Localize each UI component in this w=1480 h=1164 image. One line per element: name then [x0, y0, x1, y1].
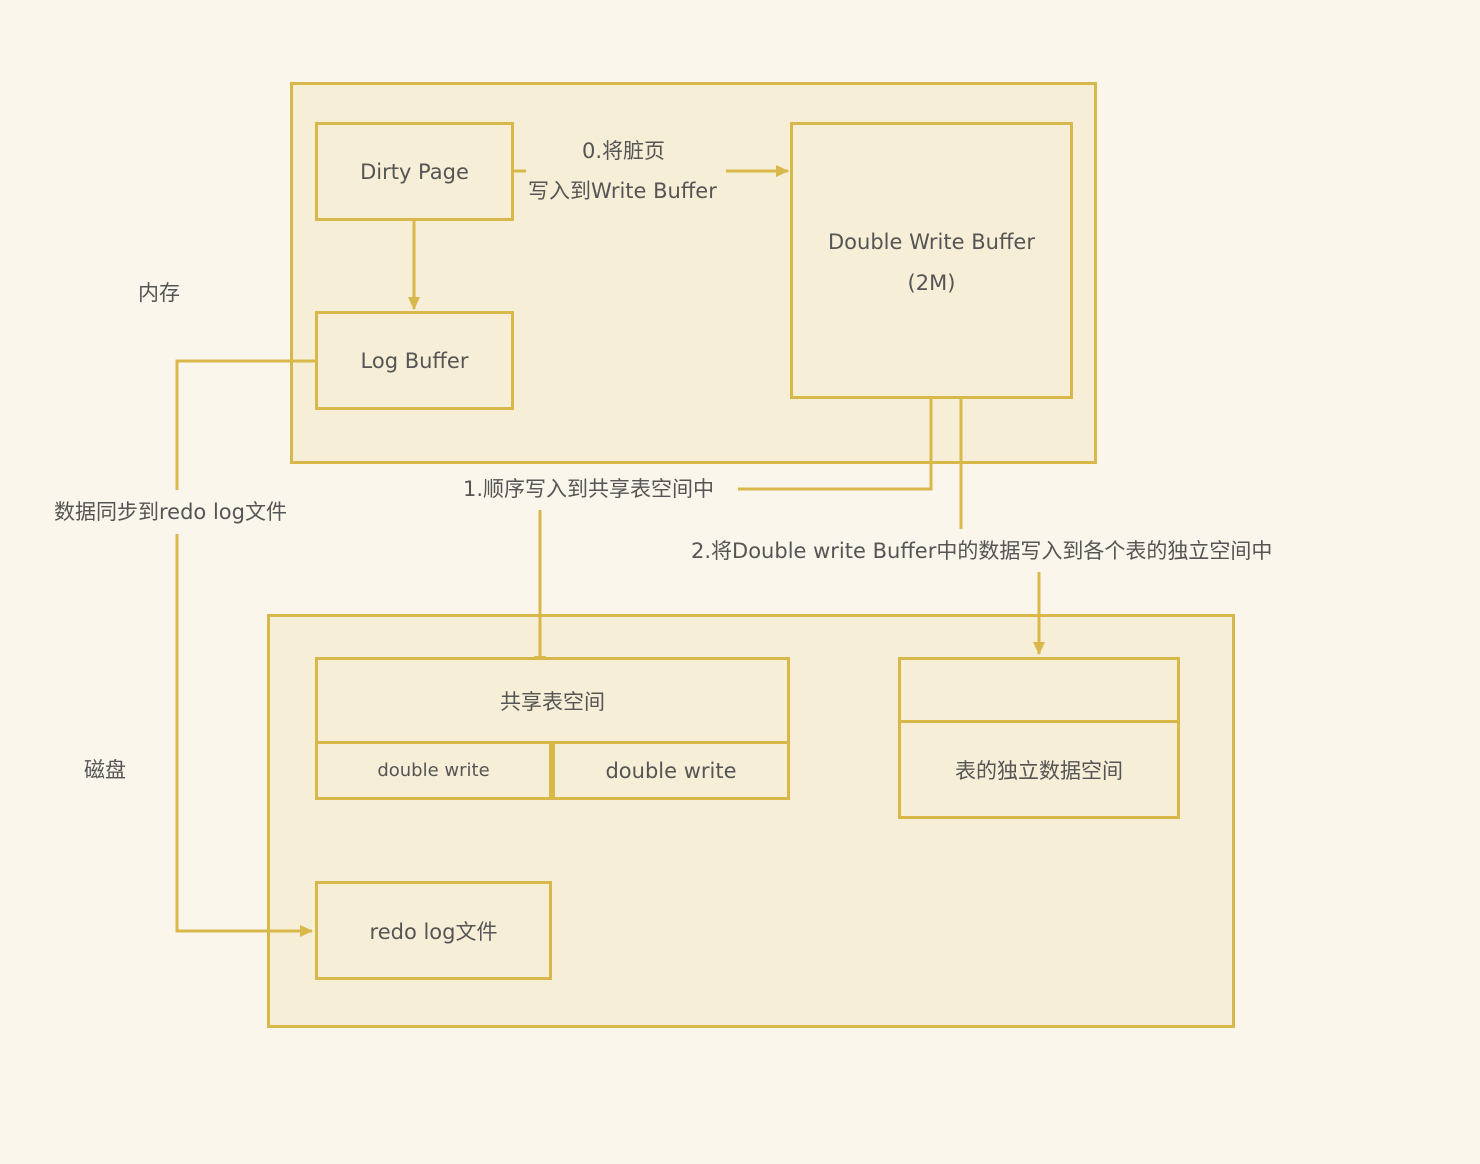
double-write-left-label: double write	[377, 760, 490, 781]
double-write-buffer-label: Double Write Buffer	[828, 230, 1035, 254]
shared-tablespace-label: 共享表空间	[500, 689, 605, 714]
step0-label-line2: 写入到Write Buffer	[528, 179, 717, 203]
shared-tablespace-box: 共享表空间	[315, 657, 790, 744]
dirty-page-label: Dirty Page	[360, 159, 469, 184]
double-write-area-left: double write	[315, 741, 552, 800]
log-sync-path-bottom	[175, 534, 313, 937]
step0-label-line1: 0.将脏页	[582, 139, 666, 163]
log-buffer-box: Log Buffer	[315, 311, 514, 410]
disk-zone-label: 磁盘	[84, 758, 126, 782]
step1-path-top	[738, 399, 933, 491]
double-write-buffer-box: Double Write Buffer (2M)	[790, 122, 1073, 399]
log-sync-path-top	[175, 359, 316, 490]
double-write-buffer-size: (2M)	[907, 271, 956, 295]
table-space-label: 表的独立数据空间	[955, 758, 1123, 783]
redo-log-file-box: redo log文件	[315, 881, 552, 980]
redo-log-file-label: redo log文件	[369, 919, 498, 944]
step1-label: 1.顺序写入到共享表空间中	[463, 477, 715, 501]
memory-zone-label: 内存	[138, 281, 180, 305]
dirty-page-box: Dirty Page	[315, 122, 514, 221]
log-buffer-label: Log Buffer	[360, 348, 469, 373]
table-space-header	[898, 657, 1180, 723]
table-space-box: 表的独立数据空间	[898, 720, 1180, 819]
step2-label: 2.将Double write Buffer中的数据写入到各个表的独立空间中	[691, 539, 1273, 563]
double-write-area-right: double write	[552, 741, 790, 800]
double-write-right-label: double write	[605, 758, 737, 783]
sync-label: 数据同步到redo log文件	[54, 500, 287, 524]
